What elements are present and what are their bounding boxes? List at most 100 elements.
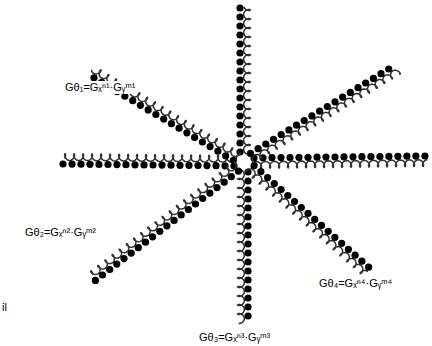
residue-dot: [367, 153, 374, 160]
residue-dot: [92, 277, 99, 284]
residue-dot: [354, 84, 361, 91]
residue-dot: [244, 195, 251, 202]
coil-helix: [252, 70, 400, 163]
residue-dot: [324, 103, 331, 110]
residue-dot: [199, 138, 206, 145]
residue-dot: [99, 271, 106, 278]
residue-dot: [394, 153, 401, 160]
formula-label: Gθ₄=Gₓⁿ⁴·Gᵧᵐ⁴: [318, 277, 393, 290]
residue-dot: [222, 152, 229, 159]
residue-dot: [318, 222, 325, 229]
residue-dot: [236, 49, 243, 56]
residue-dot: [285, 126, 292, 133]
residue-dot: [236, 94, 243, 101]
residue-dot: [236, 4, 243, 11]
residue-dot: [113, 161, 120, 168]
residue-dot: [236, 67, 243, 74]
residue-dot: [212, 162, 219, 169]
residue-dot: [221, 179, 228, 186]
formula-label: Gθ₃=Gₓⁿ³·Gᵧᵐ³: [198, 331, 271, 344]
residue-dot: [142, 239, 149, 246]
residue-dot: [268, 154, 275, 161]
residue-dot: [244, 303, 251, 310]
coil-helix: [238, 170, 245, 324]
coil-helix: [246, 169, 368, 274]
coil-helix: [244, 7, 251, 155]
residue-dot: [301, 117, 308, 124]
residue-dot: [206, 190, 213, 197]
residue-dot: [236, 121, 243, 128]
residue-dot: [113, 261, 120, 268]
residue-dot: [358, 153, 365, 160]
residue-dot: [95, 161, 102, 168]
residue-dot: [244, 186, 251, 193]
residue-dot: [236, 139, 243, 146]
residue-dot: [191, 134, 198, 141]
residue-dot: [145, 106, 152, 113]
residue-dot: [203, 162, 210, 169]
residue-dot: [176, 162, 183, 169]
residue-dot: [236, 22, 243, 29]
residue-dot: [270, 136, 277, 143]
residue-dot: [358, 258, 365, 265]
residue-dot: [236, 85, 243, 92]
residue-dot: [286, 154, 293, 161]
residue-dot: [236, 103, 243, 110]
residue-dot: [160, 116, 167, 123]
residue-dot: [421, 152, 428, 159]
residue-dot: [244, 267, 251, 274]
residue-dot: [207, 143, 214, 150]
residue-dot: [68, 161, 75, 168]
residue-dot: [412, 153, 419, 160]
residue-dot: [120, 255, 127, 262]
residue-dot: [304, 210, 311, 217]
residue-dot: [214, 148, 221, 155]
residue-dot: [403, 153, 410, 160]
residue-dot: [278, 186, 285, 193]
residue-dot: [244, 249, 251, 256]
formula-label: Gθ₂=Gₓⁿ²·Gᵧᵐ²: [24, 226, 97, 239]
residue-dot: [137, 102, 144, 109]
residue-dot: [331, 234, 338, 241]
residue-dot: [255, 145, 262, 152]
residue-dot: [244, 312, 251, 319]
residue-dot: [236, 31, 243, 38]
residue-dot: [244, 258, 251, 265]
residue-dot: [365, 264, 372, 271]
residue-dot: [158, 162, 165, 169]
residue-dot: [247, 150, 254, 157]
residue-dot: [278, 131, 285, 138]
residue-dot: [316, 108, 323, 115]
residue-dot: [156, 228, 163, 235]
residue-dot: [304, 154, 311, 161]
residue-dot: [129, 97, 136, 104]
residue-dot: [235, 168, 242, 175]
residue-dot: [244, 294, 251, 301]
residue-dot: [236, 13, 243, 20]
residue-dot: [345, 246, 352, 253]
residue-dot: [171, 217, 178, 224]
residue-dot: [298, 204, 305, 211]
residue-dot: [244, 231, 251, 238]
residue-dot: [313, 154, 320, 161]
residue-dot: [257, 168, 264, 175]
residue-dot: [244, 240, 251, 247]
residue-dot: [140, 161, 147, 168]
residue-dot: [199, 195, 206, 202]
residue-dot: [377, 70, 384, 77]
residue-dot: [340, 153, 347, 160]
residue-dot: [128, 250, 135, 257]
residue-dot: [149, 233, 156, 240]
residue-dot: [168, 120, 175, 127]
residue-dot: [277, 154, 284, 161]
residue-dot: [370, 75, 377, 82]
residue-dot: [213, 184, 220, 191]
residue-dot: [106, 266, 113, 273]
residue-dot: [77, 161, 84, 168]
residue-dot: [284, 192, 291, 199]
residue-dot: [86, 161, 93, 168]
residue-dot: [385, 65, 392, 72]
residue-dot: [244, 222, 251, 229]
residue-dot: [339, 94, 346, 101]
